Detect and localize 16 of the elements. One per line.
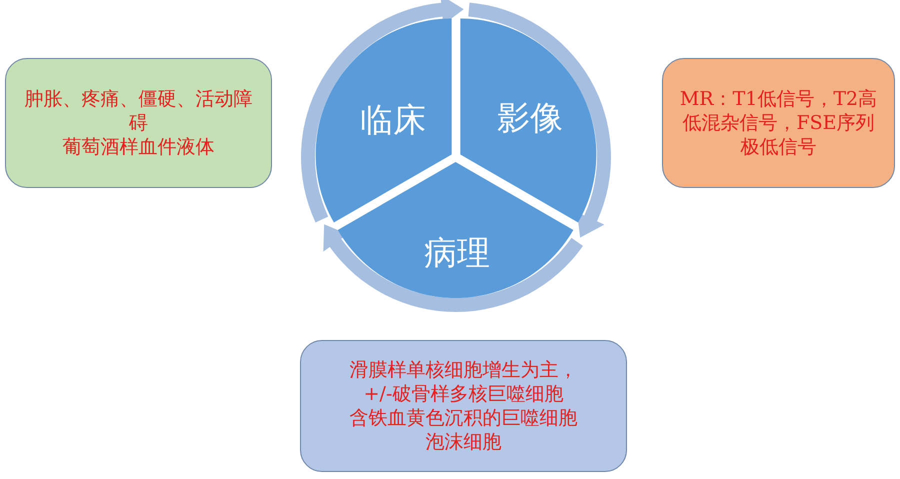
box-text: +/-破骨样多核巨噬细胞 [364, 382, 564, 406]
box-text: 葡萄酒样血件液体 [62, 135, 214, 159]
box-text: 肿胀、疼痛、僵硬、活动障碍 [24, 87, 254, 135]
box-text: 泡沫细胞 [426, 430, 502, 454]
box-text: MR：T1低信号，T2高低混杂信号，FSE序列极低信号 [678, 87, 878, 159]
curved-arrow [323, 224, 583, 312]
text-box [662, 58, 895, 188]
box-text: 滑膜样单核细胞增生为主， [350, 358, 578, 382]
box-text: 含铁血黄色沉积的巨噬细胞 [350, 406, 578, 430]
curved-arrow [301, 0, 464, 222]
text-box [300, 340, 627, 472]
curved-arrow [468, 2, 611, 238]
sector-label: 病理 [424, 233, 490, 273]
sector-label: 临床 [360, 100, 426, 140]
sector-label: 影像 [497, 98, 563, 138]
text-box [5, 58, 272, 188]
